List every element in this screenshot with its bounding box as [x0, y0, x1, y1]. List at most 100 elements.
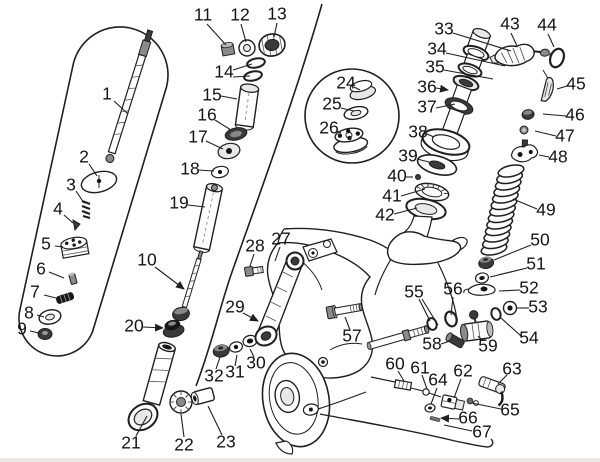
part-label-35: 35	[425, 57, 444, 77]
part-label-57: 57	[342, 326, 361, 346]
leader-line-26	[336, 130, 342, 134]
leader-line-10	[154, 266, 185, 290]
leader-line-39	[416, 158, 430, 163]
leader-line-55	[421, 298, 439, 326]
leader-line-54	[500, 317, 522, 337]
part-label-42: 42	[375, 205, 394, 225]
part-label-67: 67	[472, 422, 491, 442]
part-label-58: 58	[422, 334, 441, 354]
leader-line-32	[215, 356, 221, 370]
leader-line-19	[187, 204, 206, 208]
body-detail-line2	[329, 342, 363, 351]
part-label-18: 18	[180, 159, 199, 179]
part-43-steering-lock	[489, 43, 553, 67]
part-label-66: 66	[458, 408, 477, 428]
part-label-33: 33	[434, 19, 453, 39]
leader-line-14	[232, 63, 253, 71]
leader-line-1	[113, 100, 129, 115]
leader-line-62	[453, 378, 462, 399]
part-9-nut	[37, 328, 53, 340]
cable-line-2	[428, 392, 442, 398]
leader-line-21	[135, 415, 148, 437]
part-49-suspension-spring	[480, 164, 525, 256]
leader-line-55	[418, 298, 431, 322]
cable-thread-line	[410, 387, 424, 392]
part-label-23: 23	[216, 432, 235, 452]
leader-line-48	[538, 154, 550, 158]
part-10-pull-rod	[181, 250, 204, 309]
leader-line-60	[397, 370, 405, 382]
part-13-castle-nut	[258, 33, 286, 57]
part-label-1: 1	[102, 84, 112, 104]
leader-line-5	[54, 245, 64, 248]
fork-left-under-crown	[374, 258, 392, 296]
leader-line-37	[435, 103, 456, 109]
part-21-trailing-link	[127, 341, 177, 432]
mudguard-tip	[277, 228, 285, 244]
part-57-bolt	[325, 303, 363, 320]
part-19-inner-tube	[192, 183, 224, 253]
leader-line-27	[274, 246, 281, 262]
part-label-64: 64	[428, 370, 448, 390]
part-label-46: 46	[565, 105, 584, 125]
part-7-rubber-buffer	[55, 292, 75, 304]
part-label-26: 26	[319, 118, 338, 138]
leader-line-46	[542, 113, 567, 117]
part-17-cup-washer	[217, 142, 241, 160]
part-label-22: 22	[174, 435, 193, 455]
part-67-brake-rod	[319, 413, 494, 448]
part-label-39: 39	[398, 146, 417, 166]
part-label-53: 53	[528, 297, 547, 317]
leader-line-33	[452, 32, 512, 52]
part-44-o-ring	[548, 47, 566, 69]
part-label-38: 38	[408, 122, 427, 142]
part-26-adjuster	[333, 127, 369, 155]
leader-line-12	[240, 23, 247, 43]
leader-line-4	[63, 214, 74, 224]
part-label-65: 65	[500, 400, 519, 420]
leader-line-8	[36, 314, 45, 318]
part-20-buffer	[162, 319, 185, 338]
swing-arm-pivot-pin	[366, 325, 430, 350]
part-4-cone	[72, 219, 81, 232]
part-40-ball	[415, 174, 421, 180]
leader-line-17	[205, 140, 224, 150]
leader-line-67	[443, 424, 473, 432]
part-label-2: 2	[79, 147, 89, 167]
leader-line-34	[445, 52, 506, 67]
part-65-pin	[466, 397, 474, 405]
leader-line-11	[206, 23, 227, 46]
upper-bracket	[302, 238, 338, 262]
leader-line-30	[249, 348, 255, 358]
part-label-47: 47	[555, 126, 574, 146]
part-6-bushing	[68, 272, 78, 285]
part-5-piston	[60, 236, 90, 259]
part-label-21: 21	[121, 433, 140, 453]
part-59-damper-unit	[459, 310, 494, 342]
part-label-25: 25	[322, 94, 341, 114]
part-label-11: 11	[194, 5, 212, 25]
rod-nut	[172, 306, 190, 322]
part-60-cable-adjuster	[393, 379, 413, 391]
leader-line-49	[512, 198, 538, 210]
part-label-6: 6	[36, 259, 46, 279]
leader-line-63	[497, 374, 508, 385]
part-label-17: 17	[188, 127, 207, 147]
part-61-cable-stop	[422, 388, 430, 396]
part-14-o-rings	[243, 57, 266, 82]
leader-line-16	[214, 119, 232, 131]
part-label-10: 10	[137, 250, 157, 270]
part-53-nut	[502, 300, 518, 316]
part-48-bracket	[510, 139, 539, 163]
part-39-cone	[416, 154, 458, 176]
part-52-lever-plate	[463, 283, 496, 296]
part-62-cable-clamp	[440, 394, 466, 411]
part-1-damper-rod	[105, 29, 154, 163]
part-66-clevis-pin	[429, 416, 441, 422]
part-label-37: 37	[417, 97, 436, 117]
part-label-49: 49	[536, 200, 555, 220]
leader-line-28	[249, 253, 255, 267]
part-label-44: 44	[537, 15, 557, 35]
